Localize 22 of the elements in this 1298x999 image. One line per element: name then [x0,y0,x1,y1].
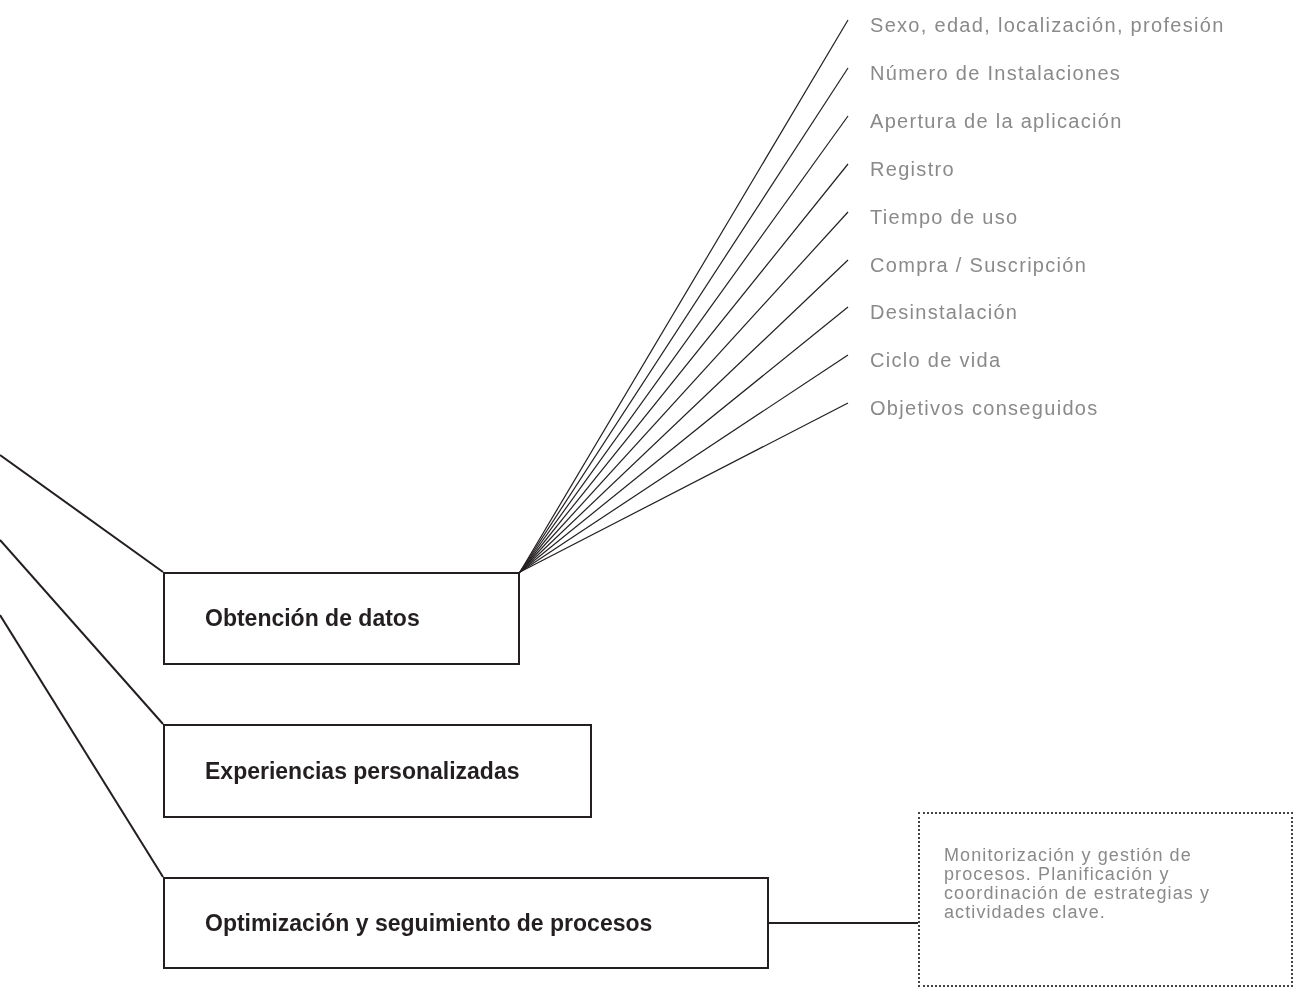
data-item-label: Compra / Suscripción [870,253,1088,277]
box-label: Experiencias personalizadas [205,757,520,785]
data-item-label: Número de Instalaciones [870,61,1122,85]
process-box [163,877,769,969]
process-box [163,724,592,818]
box-label: Optimización y seguimiento de procesos [205,909,653,937]
connector-line [519,402,849,573]
process-box [163,572,520,665]
box-label: Obtención de datos [205,605,420,632]
data-item-label: Desinstalación [870,300,1019,324]
connector-line [0,454,164,573]
connector-line [0,614,164,878]
connector-line [768,922,919,924]
data-item-label: Ciclo de vida [870,348,1002,372]
data-item-label: Objetivos conseguidos [870,396,1099,420]
connector-line [0,539,164,725]
data-item-label: Tiempo de uso [870,205,1019,229]
data-item-label: Registro [870,157,955,181]
data-item-label: Sexo, edad, localización, profesión [870,13,1225,37]
note-box [918,812,1293,987]
note-text: Monitorización y gestión de procesos. Planificación y coordinación de estrategias y actividades clave. [944,846,1212,922]
data-item-label: Apertura de la aplicación [870,109,1123,133]
